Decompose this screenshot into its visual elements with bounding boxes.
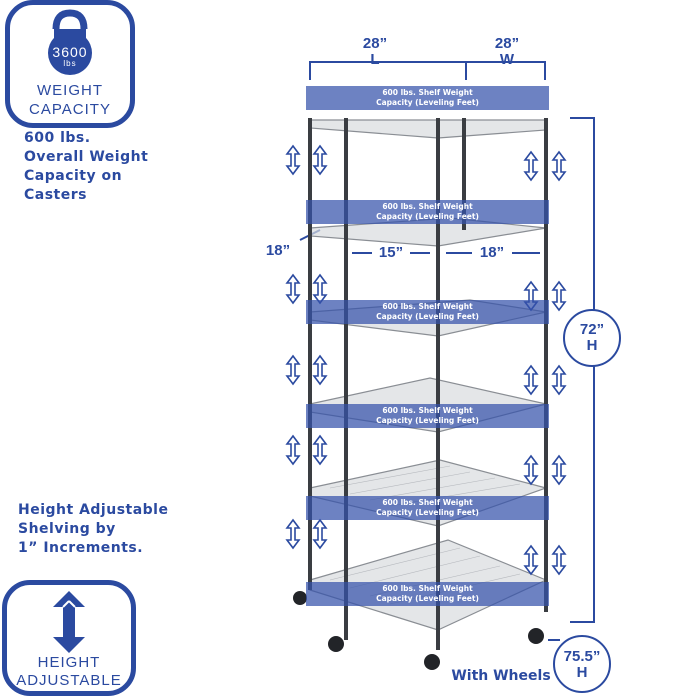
shelf-label-1: 600 lbs. Shelf Weight Capacity (Leveling… [306,86,549,110]
width-value: 28” [494,35,520,52]
shelf-label-line-1: 600 lbs. Shelf Weight [382,406,473,415]
shelf-label-line-2: Capacity (Leveling Feet) [376,212,479,221]
shelf-label-line-2: Capacity (Leveling Feet) [376,312,479,321]
height-wheels-value: 75.5” [563,648,601,665]
height-unit: H [586,337,598,354]
length-unit: L [370,51,380,68]
shelf-label-3: 600 lbs. Shelf Weight Capacity (Leveling… [306,300,549,324]
overall-weight-line-4: Casters [24,187,87,203]
overall-weight-line-2: Overall Weight [24,149,149,165]
adjustable-text: Height Adjustable Shelving by 1” Increme… [18,501,168,558]
length-value: 28” [362,35,388,52]
weight-label-2: CAPACITY [29,101,111,118]
shelf-label-line-1: 600 lbs. Shelf Weight [382,202,473,211]
overall-weight-text: 600 lbs. Overall Weight Capacity on Cast… [24,129,148,205]
height-with-wheels-dimension: 75.5” H [554,649,610,681]
shelf-label-line-2: Capacity (Leveling Feet) [376,416,479,425]
length-dimension: 28” L [350,36,400,68]
adjustable-line-2: Shelving by [18,521,116,537]
with-wheels-label: With Wheels [451,668,551,684]
height-label-2: ADJUSTABLE [16,672,122,689]
shelf-label-2: 600 lbs. Shelf Weight Capacity (Leveling… [306,200,549,224]
overall-weight-line-1: 600 lbs. [24,130,91,146]
height-value: 72” [579,321,605,338]
shelf-label-line-1: 600 lbs. Shelf Weight [382,584,473,593]
shelf-label-line-2: Capacity (Leveling Feet) [376,98,479,107]
height-adjustable-badge: HEIGHT ADJUSTABLE [2,580,136,696]
inner-right-dimension: 18” [479,244,505,261]
width-unit: W [499,51,515,68]
weight-unit: lbs [63,59,77,68]
shelf-label-line-1: 600 lbs. Shelf Weight [382,302,473,311]
adjustable-line-3: 1” Increments. [18,540,144,556]
side-depth-dimension: 18” [265,242,291,259]
shelf-label-line-2: Capacity (Leveling Feet) [376,508,479,517]
shelf-label-4: 600 lbs. Shelf Weight Capacity (Leveling… [306,404,549,428]
shelf-label-line-1: 600 lbs. Shelf Weight [382,498,473,507]
height-label-1: HEIGHT [37,654,101,671]
shelf-label-6: 600 lbs. Shelf Weight Capacity (Leveling… [306,582,549,606]
width-dimension: 28” W [482,36,532,68]
weight-capacity-badge: 3600 lbs WEIGHT CAPACITY [5,0,135,128]
kettlebell-icon [48,9,92,75]
shelf-label-5: 600 lbs. Shelf Weight Capacity (Leveling… [306,496,549,520]
adjustable-line-1: Height Adjustable [18,502,169,518]
vertical-arrows-icon [53,591,85,653]
weight-number: 3600 [52,44,88,60]
overall-weight-line-3: Capacity on [24,168,123,184]
weight-label-1: WEIGHT [37,82,103,99]
shelf-label-line-1: 600 lbs. Shelf Weight [382,88,473,97]
shelf-label-line-2: Capacity (Leveling Feet) [376,594,479,603]
height-wheels-unit: H [576,664,588,681]
inner-left-dimension: 15” [378,244,404,261]
height-dimension: 72” H [567,322,617,354]
